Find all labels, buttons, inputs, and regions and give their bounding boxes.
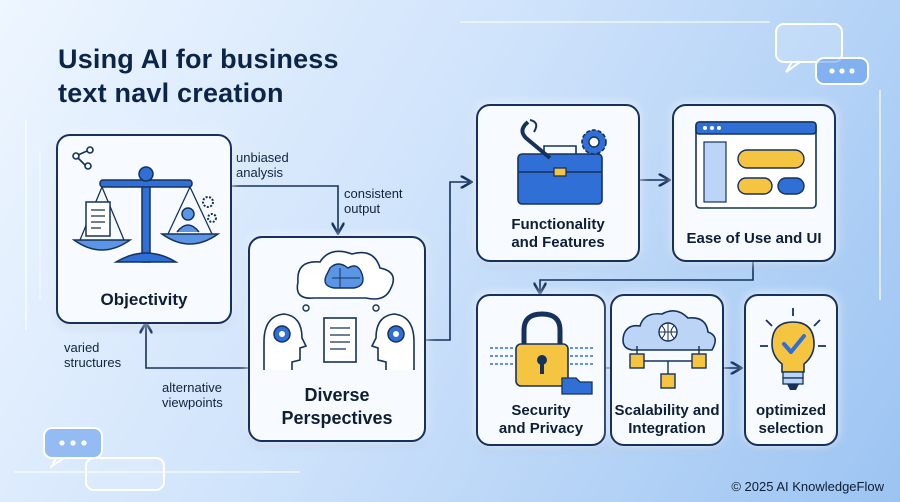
edge-label-line: viewpoints: [162, 395, 223, 410]
node-ease-of-use: Ease of Use and UI: [672, 104, 836, 262]
node-label-line: and Features: [511, 234, 605, 251]
node-label-line: Perspectives: [281, 408, 393, 428]
edge-label-unbiased: unbiased analysis: [236, 150, 289, 180]
edge-label-line: alternative: [162, 380, 222, 395]
arrow-diverse-to-functionality: [426, 182, 470, 341]
edge-label-line: unbiased: [236, 150, 289, 165]
arrow-diverse-to-objectivity: [146, 324, 248, 369]
node-label: Ease of Use and UI: [686, 230, 822, 247]
page-title: Using AI for business text navl creation: [58, 42, 339, 110]
padlock-icon: [490, 311, 594, 395]
brainstorm-heads-icon: [263, 250, 415, 370]
node-label: Security and Privacy: [478, 402, 604, 438]
node-security: Security and Privacy: [476, 294, 606, 446]
node-optimized-selection: optimized selection: [744, 294, 838, 446]
edge-label-line: consistent: [344, 186, 403, 201]
balance-scale-icon: [71, 146, 221, 263]
node-label-line: and Privacy: [498, 420, 584, 437]
chat-bubble-icon: [775, 23, 843, 73]
edge-label-line: analysis: [236, 165, 283, 180]
browser-window-icon: [695, 121, 817, 209]
chat-bubble-icon: [85, 457, 165, 491]
copyright-text: © 2025 AI KnowledgeFlow: [731, 479, 884, 494]
chat-bubble-icon: [43, 427, 103, 469]
arrow-objectivity-to-diverse: [232, 185, 338, 232]
node-label: Objectivity: [100, 290, 188, 309]
node-label: Diverse Perspectives: [250, 384, 424, 430]
node-label-line: Scalability and: [614, 402, 720, 419]
arrow-ease-to-security: [540, 262, 754, 292]
node-scalability: Scalability and Integration: [610, 294, 724, 446]
node-label-line: optimized: [756, 402, 826, 419]
node-label-line: Integration: [628, 420, 706, 437]
chat-bubble-icon: [815, 57, 869, 85]
node-label-line: Diverse: [304, 385, 370, 405]
edge-label-line: varied: [64, 340, 100, 355]
edge-label-line: structures: [64, 355, 122, 370]
node-label-line: Security: [511, 402, 571, 419]
title-line-2: text navl creation: [58, 78, 284, 108]
title-line-1: Using AI for business: [58, 44, 339, 74]
node-diverse-perspectives: Diverse Perspectives: [248, 236, 426, 442]
cloud-network-icon: [622, 310, 716, 389]
node-objectivity: Objectivity: [56, 134, 232, 324]
node-label: Scalability and Integration: [612, 402, 722, 438]
edge-label-varied: varied structures: [64, 340, 121, 370]
node-functionality: Functionality and Features: [476, 104, 640, 262]
node-label-line: selection: [758, 420, 824, 437]
node-label: optimized selection: [746, 402, 836, 438]
edge-label-consistent: consistent output: [344, 186, 403, 216]
node-label-line: Functionality: [511, 216, 605, 233]
lightbulb-icon: [760, 308, 826, 390]
edge-label-alternative: alternative viewpoints: [162, 380, 223, 410]
edge-label-line: output: [344, 201, 381, 216]
node-label: Functionality and Features: [478, 216, 638, 252]
toolbox-icon: [517, 119, 607, 205]
